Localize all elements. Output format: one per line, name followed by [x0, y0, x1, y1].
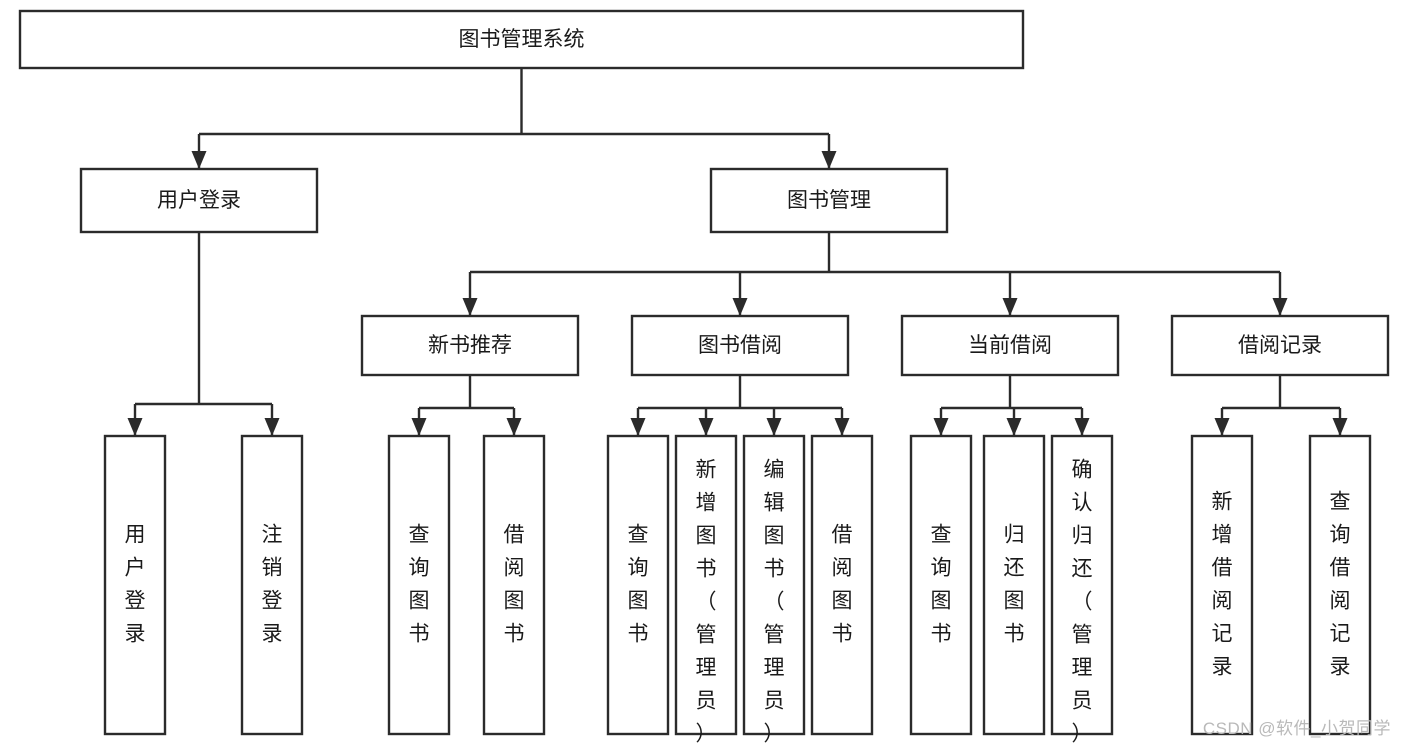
leaf-node-2[interactable]: 注销登录: [240, 434, 304, 736]
level3-node-3[interactable]: 当前借阅: [900, 314, 1120, 377]
leaf-node-7[interactable]: 编辑图书（管理员）: [742, 434, 806, 745]
level3-node-2-label: 图书借阅: [698, 334, 782, 357]
csdn-watermark: CSDN @软件_小贺同学: [1202, 719, 1391, 738]
level2-node-1-label: 用户登录: [157, 189, 241, 212]
leaf-node-1-label: 用户登录: [125, 523, 146, 645]
leaf-node-10-box[interactable]: [982, 434, 1046, 736]
level3-node-3-label: 当前借阅: [968, 334, 1052, 357]
leaf-node-4[interactable]: 借阅图书: [482, 434, 546, 736]
arrow-head-icon: [191, 151, 207, 169]
level3-node-4-box[interactable]: [1170, 314, 1390, 377]
arrow-head-icon: [462, 298, 478, 316]
leaf-node-2-label: 注销登录: [262, 523, 283, 645]
leaf-node-9[interactable]: 查询图书: [909, 434, 973, 736]
leaf-node-6-label: 新增图书（管理员）: [696, 458, 717, 745]
leaf-node-5-label: 查询图书: [628, 523, 649, 645]
arrow-head-icon: [1006, 418, 1022, 436]
leaf-node-12-box[interactable]: [1190, 434, 1254, 736]
leaf-node-11[interactable]: 确认归还（管理员）: [1050, 434, 1114, 745]
arrow-head-icon: [1272, 298, 1288, 316]
level3-node-2[interactable]: 图书借阅: [630, 314, 850, 377]
arrow-head-icon: [1074, 418, 1090, 436]
root-node-system-label: 图书管理系统: [459, 28, 585, 51]
leaf-node-11-label: 确认归还（管理员）: [1072, 458, 1093, 745]
level2-node-2[interactable]: 图书管理: [709, 167, 949, 234]
root-node-system[interactable]: 图书管理系统: [18, 9, 1025, 70]
level3-node-4-label: 借阅记录: [1238, 334, 1322, 357]
arrow-head-icon: [821, 151, 837, 169]
leaf-node-5-box[interactable]: [606, 434, 670, 736]
level3-node-1-label: 新书推荐: [428, 334, 512, 357]
arrow-head-icon: [834, 418, 850, 436]
leaf-node-6-box[interactable]: [674, 434, 738, 736]
arrow-head-icon: [411, 418, 427, 436]
leaf-node-1-box[interactable]: [103, 434, 167, 736]
leaf-node-3-box[interactable]: [387, 434, 451, 736]
arrow-head-icon: [127, 418, 143, 436]
root-node-system-box[interactable]: [18, 9, 1025, 70]
leaf-node-12[interactable]: 新增借阅记录: [1190, 434, 1254, 736]
level2-node-1-box[interactable]: [79, 167, 319, 234]
leaf-node-8[interactable]: 借阅图书: [810, 434, 874, 736]
arrow-head-icon: [264, 418, 280, 436]
level2-node-1[interactable]: 用户登录: [79, 167, 319, 234]
leaf-node-12-label: 新增借阅记录: [1212, 490, 1233, 678]
leaf-node-7-label: 编辑图书（管理员）: [764, 458, 785, 745]
leaf-node-13[interactable]: 查询借阅记录: [1308, 434, 1372, 736]
leaf-node-4-box[interactable]: [482, 434, 546, 736]
leaf-node-13-label: 查询借阅记录: [1330, 490, 1351, 678]
arrow-head-icon: [506, 418, 522, 436]
leaf-node-3-label: 查询图书: [409, 523, 430, 645]
arrow-head-icon: [698, 418, 714, 436]
node-layer: 图书管理系统用户登录图书管理新书推荐图书借阅当前借阅借阅记录用户登录注销登录查询…: [18, 9, 1390, 745]
level3-node-2-box[interactable]: [630, 314, 850, 377]
leaf-node-5[interactable]: 查询图书: [606, 434, 670, 736]
leaf-node-9-box[interactable]: [909, 434, 973, 736]
level2-node-2-box[interactable]: [709, 167, 949, 234]
arrow-head-icon: [933, 418, 949, 436]
leaf-node-8-label: 借阅图书: [832, 523, 853, 645]
level3-node-1-box[interactable]: [360, 314, 580, 377]
leaf-node-8-box[interactable]: [810, 434, 874, 736]
leaf-node-9-label: 查询图书: [931, 523, 952, 645]
arrow-head-icon: [1332, 418, 1348, 436]
leaf-node-10[interactable]: 归还图书: [982, 434, 1046, 736]
leaf-node-10-label: 归还图书: [1004, 523, 1025, 645]
leaf-node-7-box[interactable]: [742, 434, 806, 736]
level2-node-2-label: 图书管理: [787, 189, 871, 212]
arrow-head-icon: [630, 418, 646, 436]
leaf-node-11-box[interactable]: [1050, 434, 1114, 736]
leaf-node-4-label: 借阅图书: [504, 523, 525, 645]
arrow-head-icon: [766, 418, 782, 436]
leaf-node-2-box[interactable]: [240, 434, 304, 736]
connector-layer: [127, 68, 1348, 436]
arrow-head-icon: [732, 298, 748, 316]
level3-node-3-box[interactable]: [900, 314, 1120, 377]
arrow-head-icon: [1002, 298, 1018, 316]
leaf-node-6[interactable]: 新增图书（管理员）: [674, 434, 738, 745]
level3-node-4[interactable]: 借阅记录: [1170, 314, 1390, 377]
leaf-node-1[interactable]: 用户登录: [103, 434, 167, 736]
level3-node-1[interactable]: 新书推荐: [360, 314, 580, 377]
arrow-head-icon: [1214, 418, 1230, 436]
leaf-node-13-box[interactable]: [1308, 434, 1372, 736]
leaf-node-3[interactable]: 查询图书: [387, 434, 451, 736]
